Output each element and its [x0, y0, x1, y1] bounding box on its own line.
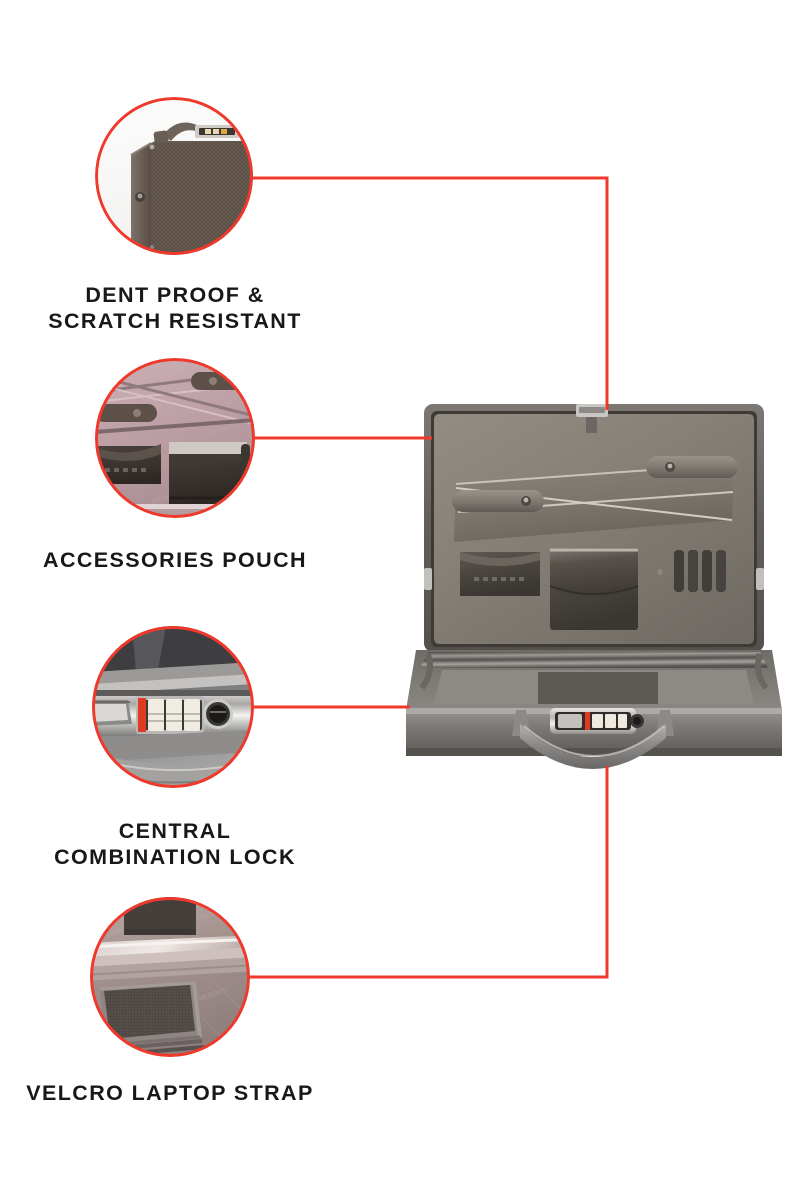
thumbnail-accessories-pouch: HERRED HERRED HERRED HERRED HERRED: [95, 358, 255, 518]
label-dent-proof: DENT PROOF & SCRATCH RESISTANT: [48, 283, 302, 333]
lid-strap-panel: [452, 456, 738, 542]
callout-dent-proof[interactable]: [95, 97, 253, 255]
product-hero-image: [398, 392, 790, 780]
velcro-pad: [99, 981, 205, 1057]
thumbnail-closed-briefcase-corner: [95, 97, 253, 255]
connector-dent-proof: [251, 176, 609, 410]
callout-accessories-pouch[interactable]: HERRED HERRED HERRED HERRED HERRED: [95, 358, 255, 518]
handle-assembly: [512, 708, 674, 769]
label-accessories-pouch: ACCESSORIES POUCH: [43, 548, 307, 572]
combination-lock: [550, 708, 644, 734]
lid-latch: [576, 404, 608, 433]
accessories-pouch: [549, 548, 639, 630]
callout-combination-lock[interactable]: [92, 626, 254, 788]
lid-organiser: [460, 548, 726, 630]
pouch-detail: [169, 442, 247, 504]
thumbnail-velcro-strap: HERRED HERRED HERRED HERRED: [90, 897, 250, 1057]
lock-release-marker: [138, 698, 146, 732]
lock-release-marker: [585, 712, 590, 730]
label-velcro-strap: VELCRO LAPTOP STRAP: [26, 1081, 314, 1105]
briefcase-base: [406, 650, 782, 756]
thumbnail-combination-lock: [92, 626, 254, 788]
label-combination-lock: CENTRAL COMBINATION LOCK: [54, 819, 296, 869]
connector-velcro-strap: [248, 766, 609, 979]
briefcase-lid: [424, 404, 764, 652]
pen-loops: [674, 550, 726, 592]
callout-velcro-strap[interactable]: HERRED HERRED HERRED HERRED: [90, 897, 250, 1057]
lock-dials: [148, 699, 200, 731]
